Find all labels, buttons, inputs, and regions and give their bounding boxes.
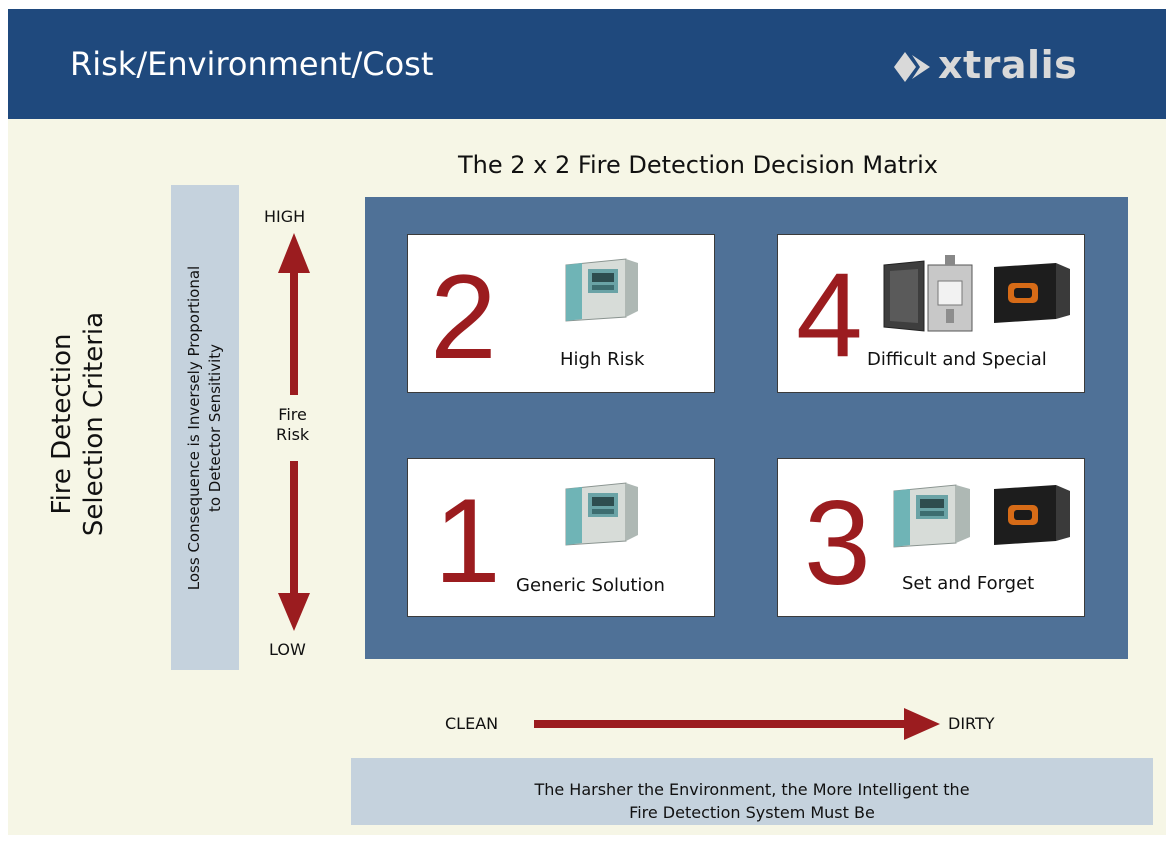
quadrant-high-risk: 2 High Risk — [407, 234, 715, 393]
horizontal-arrow-icon — [534, 708, 940, 740]
xtralis-logo: xtralis — [892, 43, 1112, 91]
header-bar: Risk/Environment/Cost xtralis — [8, 9, 1166, 119]
axis-low-label: LOW — [269, 640, 306, 659]
quadrant-number: 4 — [796, 248, 863, 382]
quadrant-label: Difficult and Special — [867, 349, 1047, 370]
detector-panel-icon — [565, 258, 638, 322]
quadrant-generic-solution: 1 Generic Solution — [407, 458, 715, 617]
detector-panel-icon — [893, 484, 970, 548]
slide: Risk/Environment/Cost xtralis The 2 x 2 … — [8, 9, 1166, 835]
quadrant-difficult-special: 4 Difficult and Special — [777, 234, 1085, 393]
decision-matrix: 2 High Risk 4 — [365, 197, 1128, 659]
quadrant-label: Set and Forget — [902, 573, 1035, 594]
quadrant-number: 1 — [434, 474, 501, 608]
axis-dirty-label: DIRTY — [948, 714, 995, 733]
page-title: Risk/Environment/Cost — [70, 45, 434, 83]
fire-risk-line2: Risk — [276, 425, 310, 444]
logo-diamond-icon — [894, 52, 930, 82]
axis-high-label: HIGH — [264, 207, 306, 226]
quadrant-number: 2 — [430, 250, 497, 384]
matrix-title: The 2 x 2 Fire Detection Decision Matrix — [458, 151, 938, 179]
loss-line1: Loss Consequence is Inversely Proportion… — [185, 265, 203, 590]
enclosure-open-icon — [883, 255, 973, 332]
bottom-note: The Harsher the Environment, the More In… — [351, 758, 1153, 825]
loss-consequence-box: Loss Consequence is Inversely Proportion… — [171, 185, 239, 670]
side-title: Fire Detection Selection Criteria — [38, 249, 118, 599]
fire-risk-line1: Fire — [278, 405, 307, 424]
vertical-arrow-icon — [278, 233, 310, 631]
quadrant-number: 3 — [804, 476, 871, 610]
vesda-panel-icon — [994, 263, 1070, 323]
vesda-panel-icon — [994, 485, 1070, 545]
quadrant-label: High Risk — [560, 349, 645, 370]
bottom-note-line1: The Harsher the Environment, the More In… — [534, 780, 970, 799]
loss-line2: to Detector Sensitivity — [206, 343, 224, 512]
side-title-line2: Selection Criteria — [79, 311, 109, 537]
axis-clean-label: CLEAN — [445, 714, 499, 733]
detector-panel-icon — [565, 482, 638, 546]
fire-risk-label: Fire Risk — [276, 405, 309, 445]
bottom-note-line2: Fire Detection System Must Be — [629, 803, 875, 822]
quadrant-set-and-forget: 3 Set and Forget — [777, 458, 1085, 617]
side-title-line1: Fire Detection — [47, 333, 77, 515]
logo-wordmark: xtralis — [938, 43, 1078, 87]
quadrant-label: Generic Solution — [516, 575, 665, 596]
